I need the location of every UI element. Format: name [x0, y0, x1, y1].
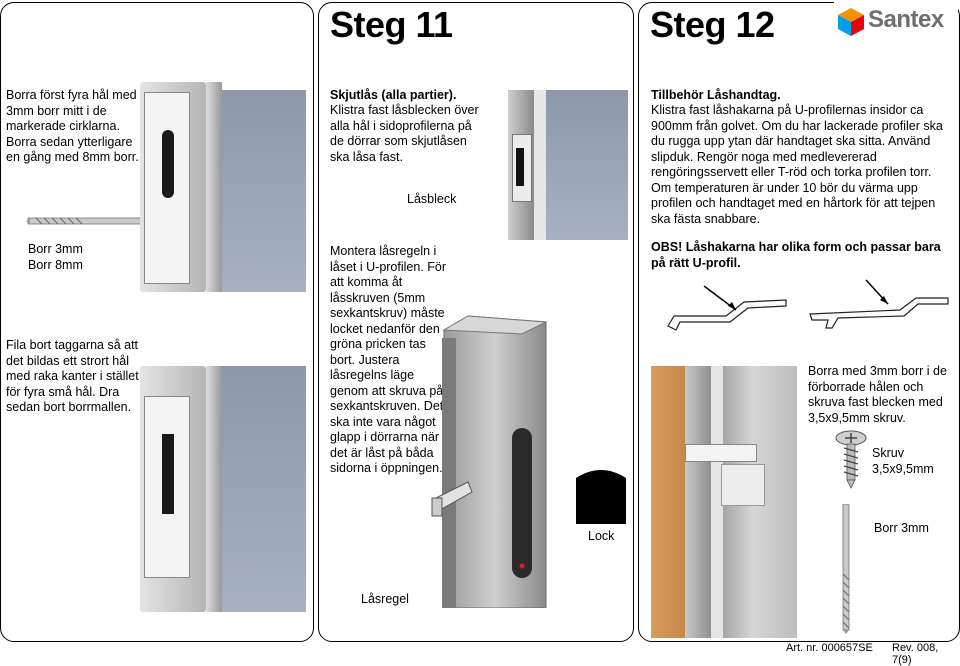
- left-text-file: Fila bort taggarna så att det bildas ett…: [6, 338, 139, 414]
- profile-template-image-bottom: [140, 366, 306, 612]
- step12-title: Steg 12: [650, 4, 775, 45]
- step11-title: Steg 11: [330, 4, 453, 45]
- drill-bit-vertical-icon: [842, 504, 850, 634]
- label-screw-size: 3,5x9,5mm: [872, 462, 934, 476]
- left-text-drill: Borra först fyra hål med 3mm borr mitt i…: [6, 88, 139, 164]
- right-obs-note: OBS! Låshakarna har olika form och passa…: [651, 240, 941, 270]
- revision: Rev. 008, 7(9): [892, 642, 939, 666]
- u-profile-image: [431, 315, 548, 608]
- label-lock: Lock: [588, 529, 615, 543]
- profile-template-image-top: [140, 82, 306, 292]
- drill-bit-icon: [26, 217, 149, 225]
- hook-mounted-image: [651, 366, 797, 638]
- drill-size-8: Borr 8mm: [28, 258, 83, 272]
- santex-logo-text: Santex: [868, 6, 944, 33]
- lock-hook-image-right: [809, 279, 949, 329]
- label-screw: Skruv: [872, 446, 904, 460]
- lock-plate-image: [508, 90, 628, 240]
- santex-logo-icon: [838, 8, 864, 36]
- label-lasbleck: Låsbleck: [407, 192, 457, 206]
- right-text-screw: Borra med 3mm borr i de förborrade hålen…: [808, 364, 947, 425]
- lock-hook-image-left: [667, 285, 787, 331]
- middle-text-glue: Klistra fast låsblecken över alla hål i …: [330, 103, 479, 164]
- screw-icon: [835, 430, 867, 489]
- middle-text-mount: Montera låsregeln i låset i U-profilen. …: [330, 244, 447, 475]
- right-text-glue: Klistra fast låshakarna på U-profilernas…: [651, 103, 943, 226]
- drill-size-3: Borr 3mm: [28, 242, 83, 256]
- middle-heading: Skjutlås (alla partier).: [330, 88, 457, 102]
- santex-logo: Santex: [834, 0, 958, 40]
- label-lasregel: Låsregel: [361, 592, 409, 606]
- right-heading: Tillbehör Låshandtag.: [651, 88, 781, 102]
- article-number: Art. nr. 000657SE: [786, 642, 873, 654]
- lock-cap-icon: [576, 470, 626, 524]
- label-drill-3mm: Borr 3mm: [874, 521, 929, 535]
